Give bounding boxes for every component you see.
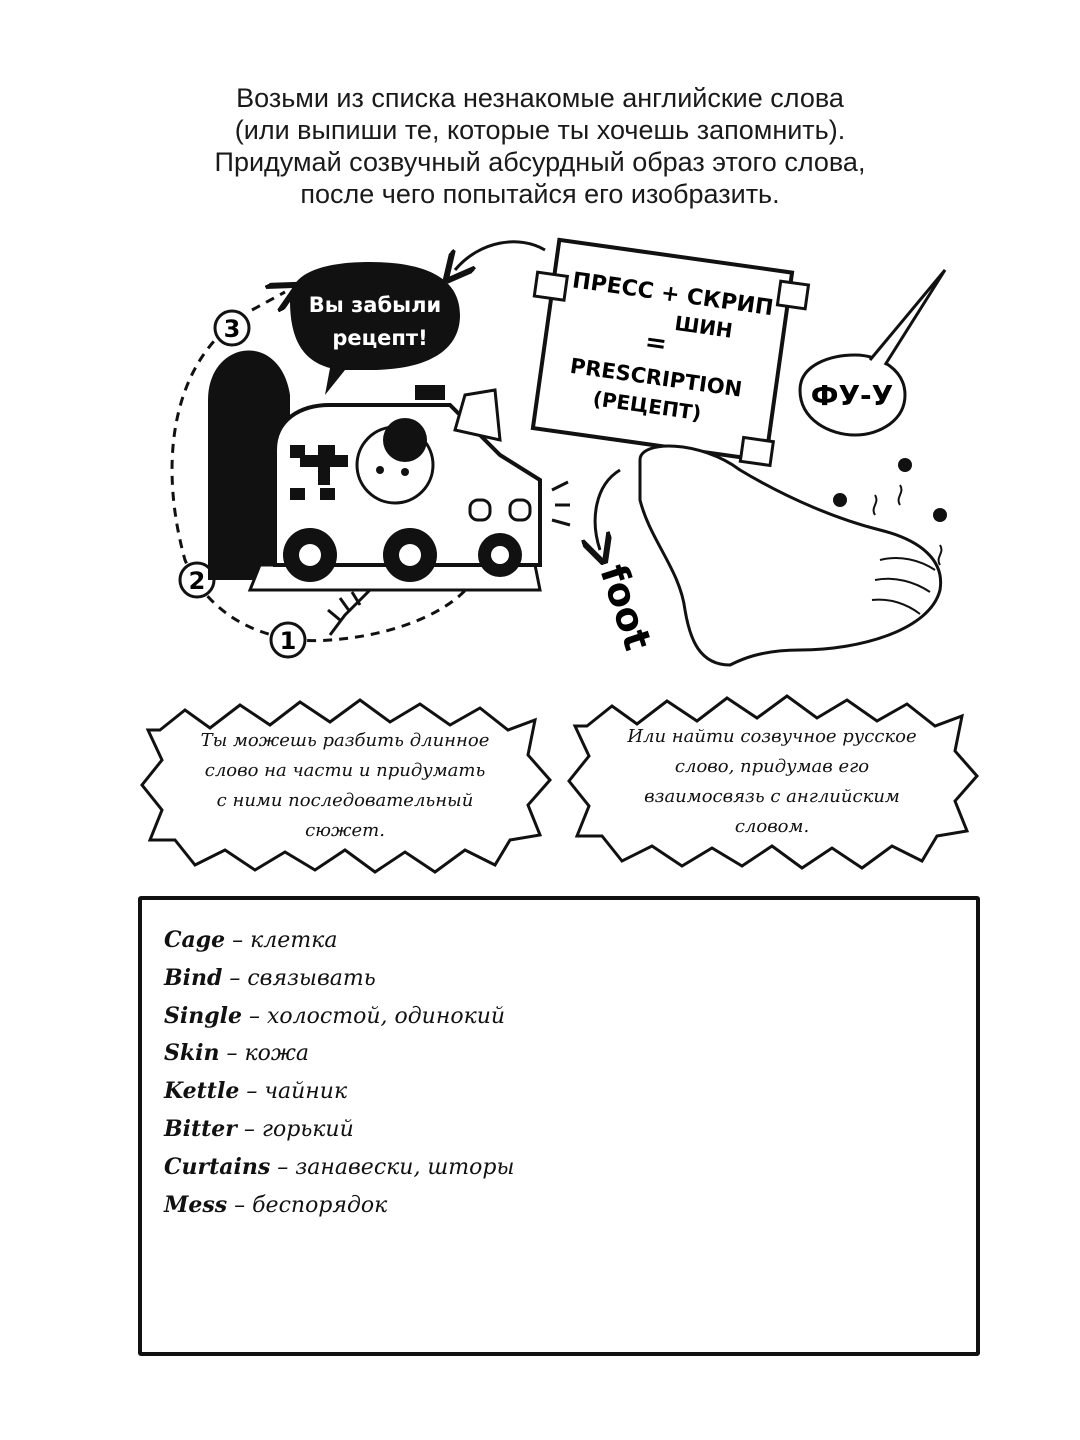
dark-doorway — [208, 350, 290, 580]
tip-line: взаимосвязь с английским — [644, 786, 900, 807]
english-word: Kettle — [164, 1078, 240, 1105]
step-marker-1: 1 — [269, 621, 307, 659]
word-row: Single – холостой, одинокий — [164, 998, 514, 1036]
russian-translation: горький — [261, 1116, 354, 1142]
tip-box-right: Или найти созвучное русское слово, приду… — [557, 686, 987, 876]
russian-translation: беспорядок — [252, 1192, 388, 1218]
intro-line: Придумай созвучный абсурдный образ этого… — [214, 147, 866, 177]
word-row: Kettle – чайник — [164, 1073, 514, 1111]
tip-line: Или найти созвучное русское — [627, 726, 917, 747]
word-row: Mess – беспорядок — [164, 1187, 514, 1225]
step-number: 1 — [280, 627, 297, 655]
jagged-frame — [567, 694, 979, 870]
word-separator: – — [239, 1079, 265, 1105]
dashed-arrow-top — [251, 292, 285, 310]
tip-line: слово на части и придумать — [204, 760, 486, 781]
speech-line: Вы забыли — [309, 293, 441, 317]
ambulance-drawing — [247, 385, 571, 592]
tip-line: Ты можешь разбить длинное — [200, 730, 490, 751]
russian-translation: холостой, одинокий — [266, 1003, 506, 1029]
word-row: Bitter – горький — [164, 1111, 514, 1149]
fuu-text: ФУ-У — [811, 379, 894, 412]
english-word: Bind — [164, 964, 223, 991]
english-word: Single — [164, 1002, 242, 1029]
word-row: Cage – клетка — [164, 922, 514, 960]
english-word: Cage — [164, 927, 226, 953]
russian-translation: чайник — [264, 1079, 348, 1105]
russian-translation: кожа — [244, 1041, 309, 1067]
foot-arrow — [595, 468, 621, 550]
russian-translation: связывать — [247, 965, 376, 991]
tip-text-left: Ты можешь разбить длинное слово на части… — [170, 726, 520, 846]
tip-line: с ними последовательный — [216, 790, 474, 811]
speech-bubble-fuu: ФУ-У — [798, 269, 947, 437]
foot-label: foot — [591, 559, 660, 655]
jagged-frame — [140, 698, 552, 874]
note-paper: ПРЕСС + СКРИП ШИН = PRESCRIPTION (РЕЦЕПТ… — [530, 237, 811, 468]
word-row: Curtains – занавески, шторы — [164, 1149, 514, 1187]
step-number: 3 — [224, 315, 241, 343]
note-line: = — [643, 327, 669, 360]
russian-translation: клетка — [250, 928, 338, 953]
foot-drawing — [638, 444, 947, 667]
word-separator: – — [270, 1154, 296, 1180]
word-separator: – — [225, 928, 251, 953]
speech-line: рецепт! — [332, 326, 427, 350]
word-row: Bind – связывать — [164, 960, 514, 998]
word-separator: – — [241, 1003, 267, 1029]
speech-bubble-doctor: Вы забыли рецепт! — [290, 262, 460, 395]
dashed-cycle-path — [170, 328, 472, 643]
intro-line: (или выпиши те, которые ты хочешь запомн… — [234, 115, 846, 145]
step-number: 2 — [189, 567, 206, 595]
intro-line: Возьми из списка незнакомые английские с… — [236, 83, 844, 113]
intro-text: Возьми из списка незнакомые английские с… — [90, 82, 990, 210]
word-separator: – — [227, 1192, 253, 1218]
russian-translation: занавески, шторы — [295, 1154, 515, 1180]
tip-box-left: Ты можешь разбить длинное слово на части… — [130, 690, 560, 880]
tip-line: сюжет. — [305, 820, 385, 841]
tip-line: словом. — [734, 816, 810, 837]
curved-arrow — [455, 240, 546, 270]
step-marker-3: 3 — [213, 309, 251, 347]
english-word: Skin — [164, 1040, 220, 1067]
word-separator: – — [236, 1116, 262, 1142]
tip-line: слово, придумав его — [674, 756, 870, 777]
hand-drawing — [327, 588, 372, 636]
tip-text-right: Или найти созвучное русское слово, приду… — [597, 722, 947, 842]
word-row: Skin – кожа — [164, 1035, 514, 1073]
english-word: Mess — [164, 1191, 228, 1218]
illustration: 3 2 1 Вы забыли рецепт! — [170, 237, 947, 667]
word-separator: – — [222, 965, 248, 991]
intro-line: после чего попытайся его изобразить. — [300, 179, 780, 209]
word-separator: – — [219, 1041, 245, 1067]
english-word: Bitter — [164, 1115, 237, 1142]
english-word: Curtains — [164, 1153, 271, 1180]
